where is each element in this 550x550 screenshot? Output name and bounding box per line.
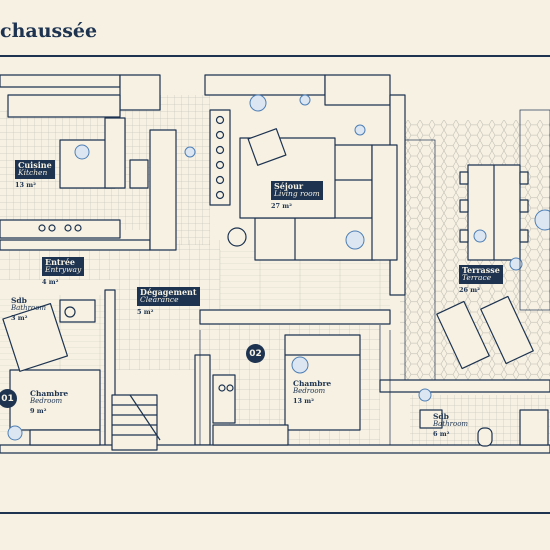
floor-title: chaussée: [0, 20, 98, 42]
title-rule: [0, 55, 550, 57]
room-number-badge-02: 02: [246, 344, 265, 363]
bottom-rule: [0, 512, 550, 514]
room-number-badge-01: 01: [0, 389, 17, 408]
